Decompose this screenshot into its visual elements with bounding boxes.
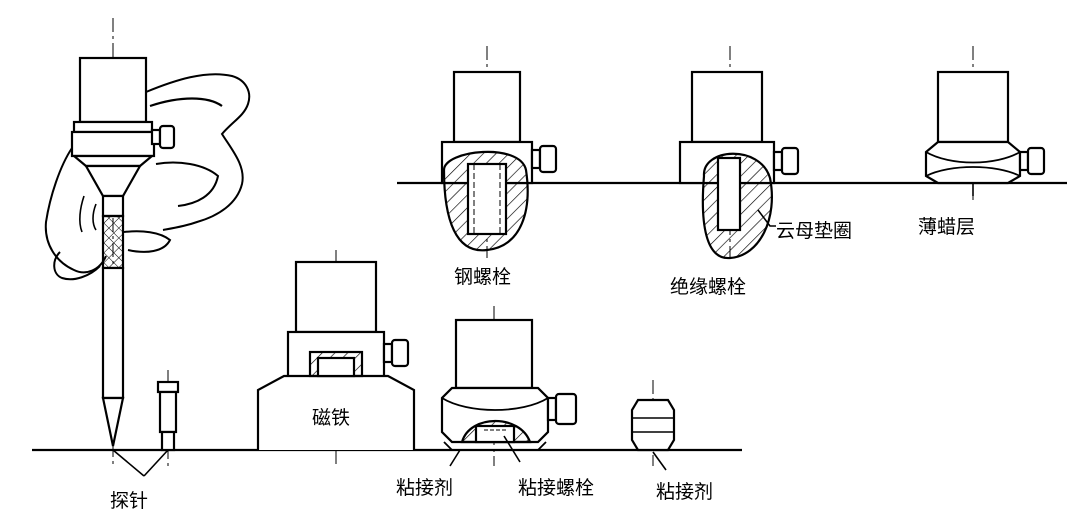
label-magnet: 磁铁 [312, 407, 350, 429]
magnet-mount [256, 250, 416, 466]
label-mica-washer: 云母垫圈 [776, 220, 852, 242]
insulated-bolt-mount [678, 46, 800, 260]
steel-bolt-mount [440, 46, 558, 258]
adhesive-small-sensor [630, 380, 676, 471]
probe-leader-b [143, 449, 169, 477]
label-wax-layer: 薄蜡层 [918, 216, 975, 238]
label-adhesive-left: 粘接剂 [396, 477, 453, 499]
probe-tip-part [156, 370, 180, 466]
label-steel-bolt: 钢螺栓 [454, 266, 511, 288]
probe-assembly [44, 18, 251, 466]
label-insulated-bolt: 绝缘螺栓 [670, 276, 746, 298]
label-adhesive-right: 粘接剂 [656, 481, 713, 503]
wax-layer-mount [924, 46, 1046, 200]
label-probe: 探针 [110, 490, 148, 512]
adhesive-bolt-mount [440, 306, 578, 467]
probe-leader-a [112, 449, 145, 477]
label-adhesive-bolt: 粘接螺栓 [518, 477, 594, 499]
